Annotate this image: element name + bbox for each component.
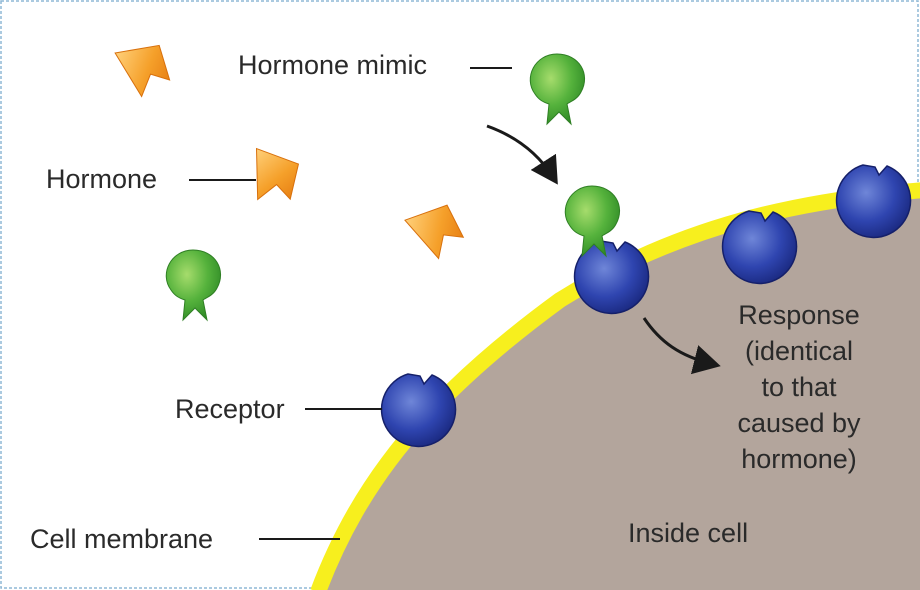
receptor-icon — [382, 374, 456, 446]
receptor-icon — [723, 211, 797, 283]
receptor-icon — [837, 165, 911, 237]
hormone-icon — [248, 149, 300, 206]
response-line: (identical — [745, 336, 853, 366]
label-hormone-mimic: Hormone mimic — [238, 50, 427, 80]
response-line: Response — [738, 300, 860, 330]
hormone-icon — [115, 38, 173, 100]
response-line: to that — [761, 372, 837, 402]
label-receptor: Receptor — [175, 394, 285, 424]
label-cell-membrane: Cell membrane — [30, 524, 213, 554]
hormone-mimic-icon — [530, 54, 584, 124]
hormone-mimic-icon — [166, 250, 220, 320]
response-line: caused by — [737, 408, 861, 438]
label-inside-cell: Inside cell — [628, 518, 748, 548]
hormone-icon — [405, 198, 468, 263]
binding-arrow — [487, 126, 553, 177]
response-line: hormone) — [741, 444, 857, 474]
label-hormone: Hormone — [46, 164, 157, 194]
